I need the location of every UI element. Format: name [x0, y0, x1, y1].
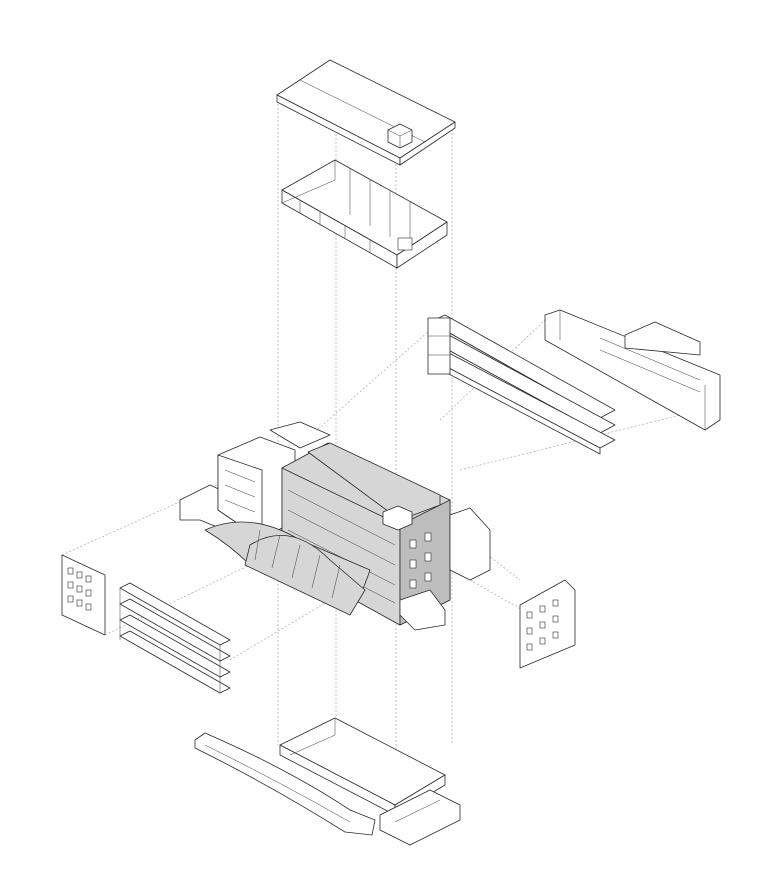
right-facade	[519, 579, 576, 669]
rear-facade	[544, 309, 721, 431]
ground-floor	[279, 717, 461, 846]
upper-corridors	[427, 314, 616, 455]
vault-ribs	[254, 529, 341, 599]
main-building	[179, 421, 491, 631]
roof	[276, 59, 456, 166]
right-facade-windows	[526, 599, 559, 651]
tower-windows	[224, 469, 256, 513]
vaulted-ribbon	[194, 732, 376, 836]
left-facade	[61, 554, 106, 636]
top-floor	[281, 159, 448, 269]
left-balconies	[119, 582, 231, 694]
left-facade-windows	[67, 567, 92, 611]
